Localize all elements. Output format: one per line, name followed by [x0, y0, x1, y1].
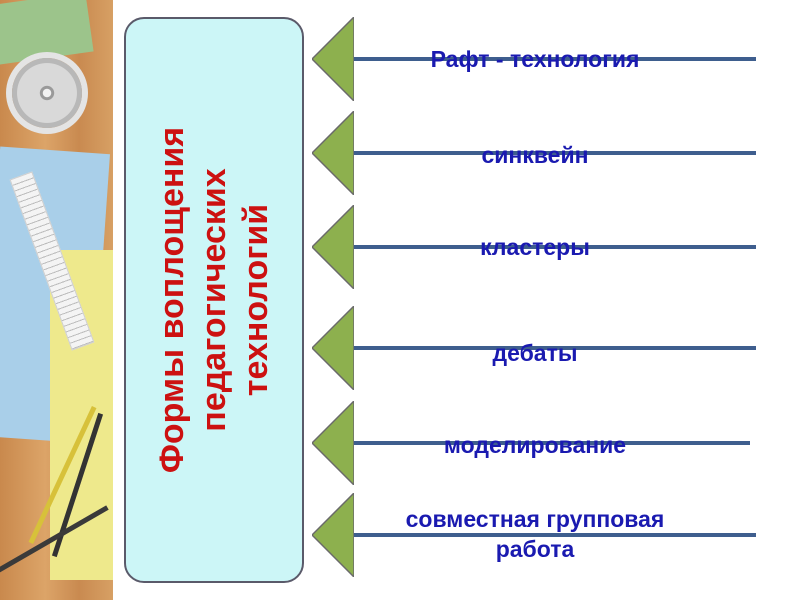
connector-line: [350, 441, 750, 445]
connector-line: [350, 533, 756, 537]
item-label-sinkvein: синквейн: [481, 142, 589, 168]
connector-line: [350, 346, 756, 350]
arrow-left-icon: [312, 111, 354, 195]
arrow-left-icon: [312, 17, 354, 101]
item-label-raft: Рафт - технология: [430, 46, 640, 72]
main-concept-title: Формы воплощения педагогических технолог…: [153, 126, 275, 474]
arrow-left-icon: [312, 401, 354, 485]
connector-line: [350, 57, 756, 61]
item-label-modeling: моделирование: [443, 432, 627, 458]
arrow-left-icon: [312, 306, 354, 390]
arrow-left-icon: [312, 205, 354, 289]
item-label-debates: дебаты: [492, 340, 578, 366]
connector-line: [350, 151, 756, 155]
item-label-group-work: совместная групповая работа: [405, 506, 665, 562]
item-label-clusters: кластеры: [480, 234, 590, 260]
connector-line: [350, 245, 756, 249]
main-concept-box: Формы воплощения педагогических технолог…: [124, 17, 304, 583]
arrow-left-icon: [312, 493, 354, 577]
decorative-desk-image: [0, 0, 113, 600]
cd-disc-icon: [12, 58, 82, 128]
